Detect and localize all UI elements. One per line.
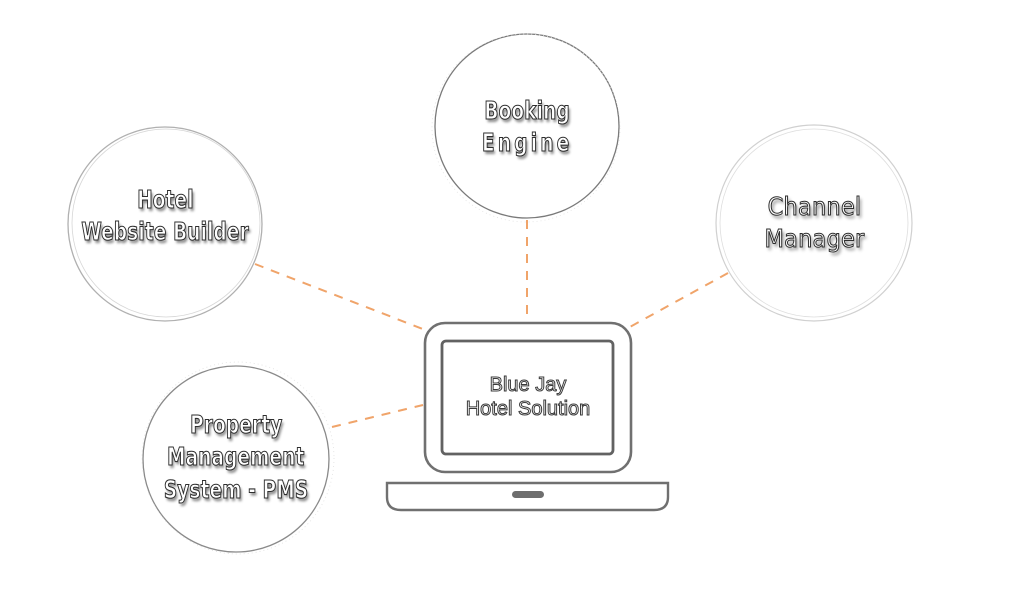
node-circle-booking-engine xyxy=(434,33,620,219)
node-label-property-management-system: Property Management System - PMS xyxy=(141,405,331,510)
connector-hotel-website-builder xyxy=(254,263,429,332)
node-property-management-system xyxy=(141,361,335,555)
node-circle-shadow-booking-engine xyxy=(431,33,621,223)
node-hotel-website-builder xyxy=(67,126,263,322)
node-label-booking-engine: Booking Engine xyxy=(437,92,617,162)
node-label-line: Property xyxy=(189,409,283,439)
node-circle-shadow-property-management-system xyxy=(141,361,335,555)
node-label-line: Manager xyxy=(764,224,865,254)
center-label-line: Blue Jay xyxy=(489,374,567,397)
connectors xyxy=(254,220,729,428)
node-label-hotel-website-builder: Hotel Website Builder xyxy=(68,180,263,252)
node-circle-hotel-website-builder xyxy=(67,126,263,322)
node-circle-inner-hotel-website-builder xyxy=(71,128,261,318)
node-channel-manager xyxy=(715,124,913,322)
connector-channel-manager xyxy=(627,272,729,329)
node-booking-engine xyxy=(431,33,621,223)
node-label-line: System - PMS xyxy=(163,474,309,504)
node-label-line: Website Builder xyxy=(81,216,250,246)
center-label-line: Hotel Solution xyxy=(465,398,591,421)
node-label-line: Channel xyxy=(767,191,862,221)
node-circle-channel-manager xyxy=(715,124,913,322)
center-label: Blue Jay Hotel Solution xyxy=(441,362,615,432)
node-label-line: Booking xyxy=(484,95,570,125)
laptop-screen xyxy=(440,339,615,456)
connector-property-management-system xyxy=(331,404,424,428)
node-circle-property-management-system xyxy=(142,365,330,553)
node-label-line: Engine xyxy=(481,127,573,157)
node-label-line: Management xyxy=(167,442,305,472)
laptop-icon xyxy=(385,321,670,512)
node-label-line: Hotel xyxy=(137,184,194,214)
node-circle-inner-channel-manager xyxy=(719,128,909,318)
laptop-touchpad xyxy=(512,491,544,498)
node-label-channel-manager: Channel Manager xyxy=(717,188,912,258)
